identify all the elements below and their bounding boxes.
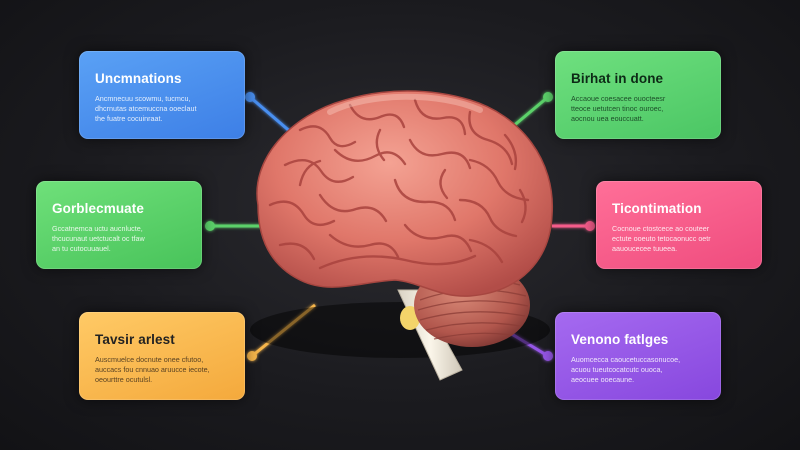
card-title: Uncmnations: [95, 71, 182, 86]
connector-bottom-left: [251, 303, 316, 358]
card-line: Accaoue coesacee ouocteesr: [571, 94, 666, 103]
connector-dot-bottom-right: [543, 351, 553, 361]
info-card-top-right: Birhat in done Accaoue coesacee ouoctees…: [555, 51, 721, 139]
card-line: ectute ooeuto tetocaonucc oetr: [612, 234, 711, 243]
card-line: oeourttre ocutulsl.: [95, 375, 153, 384]
connector-bottom-right: [509, 331, 549, 358]
connector-dot-top-left: [245, 92, 255, 102]
info-card-bottom-left: Tavsir arlest Auscmuelce docnute onee cf…: [79, 312, 245, 400]
info-card-top-left: Uncmnations Ancmnecuu scowmu, tucmcu, dh…: [79, 51, 245, 139]
info-card-bottom-right: Venono fatlges Auomcecca caoucetuccasonu…: [555, 312, 721, 400]
connector-dot-mid-left: [205, 221, 215, 231]
connector-dot-mid-right: [585, 221, 595, 231]
card-line: tteoce uetutcen tinoc ouroec,: [571, 104, 664, 113]
card-line: Gccatnemca uctu aucnlucte,: [52, 224, 143, 233]
card-title: Tavsir arlest: [95, 332, 175, 347]
info-card-mid-left: Gorblecmuate Gccatnemca uctu aucnlucte, …: [36, 181, 202, 269]
connector-lines: [205, 92, 595, 361]
card-title: Gorblecmuate: [52, 201, 144, 216]
card-line: Auomcecca caoucetuccasonucoe,: [571, 355, 681, 364]
card-line: auccacs fou cnnuao aruucce iecote,: [95, 365, 210, 374]
card-line: the fuatre cocuinraat.: [95, 114, 163, 123]
info-card-mid-right: Ticontimation Cocnoue ctostcece ao coute…: [596, 181, 762, 269]
connector-dot-bottom-left: [247, 351, 257, 361]
card-body: Accaoue coesacee ouocteesr tteoce uetutc…: [571, 94, 707, 124]
card-line: acuou tueutcocatcutc ouoca,: [571, 365, 663, 374]
card-body: Gccatnemca uctu aucnlucte, thcucunaut ue…: [52, 224, 188, 254]
card-line: Ancmnecuu scowmu, tucmcu,: [95, 94, 191, 103]
card-title: Ticontimation: [612, 201, 702, 216]
card-line: an tu cutocuuauel.: [52, 244, 111, 253]
card-body: Ancmnecuu scowmu, tucmcu, dhcrnutas atce…: [95, 94, 231, 124]
card-line: aeocuee ooecaune.: [571, 375, 635, 384]
card-body: Auscmuelce docnute onee cfutoo, auccacs …: [95, 355, 231, 385]
card-line: Cocnoue ctostcece ao couteer: [612, 224, 710, 233]
card-line: dhcrnutas atcemuccna ooeclaut: [95, 104, 197, 113]
connector-dot-top-right: [543, 92, 553, 102]
card-title: Venono fatlges: [571, 332, 669, 347]
card-body: Cocnoue ctostcece ao couteer ectute ooeu…: [612, 224, 748, 254]
card-line: aocnou uea eouccuatt.: [571, 114, 644, 123]
card-line: thcucunaut uetctucalt oc tfaw: [52, 234, 145, 243]
card-title: Birhat in done: [571, 71, 664, 86]
card-body: Auomcecca caoucetuccasonucoe, acuou tueu…: [571, 355, 707, 385]
card-line: aauoucecee tuueea.: [612, 244, 678, 253]
card-line: Auscmuelce docnute onee cfutoo,: [95, 355, 204, 364]
cerebrum: [256, 90, 553, 297]
